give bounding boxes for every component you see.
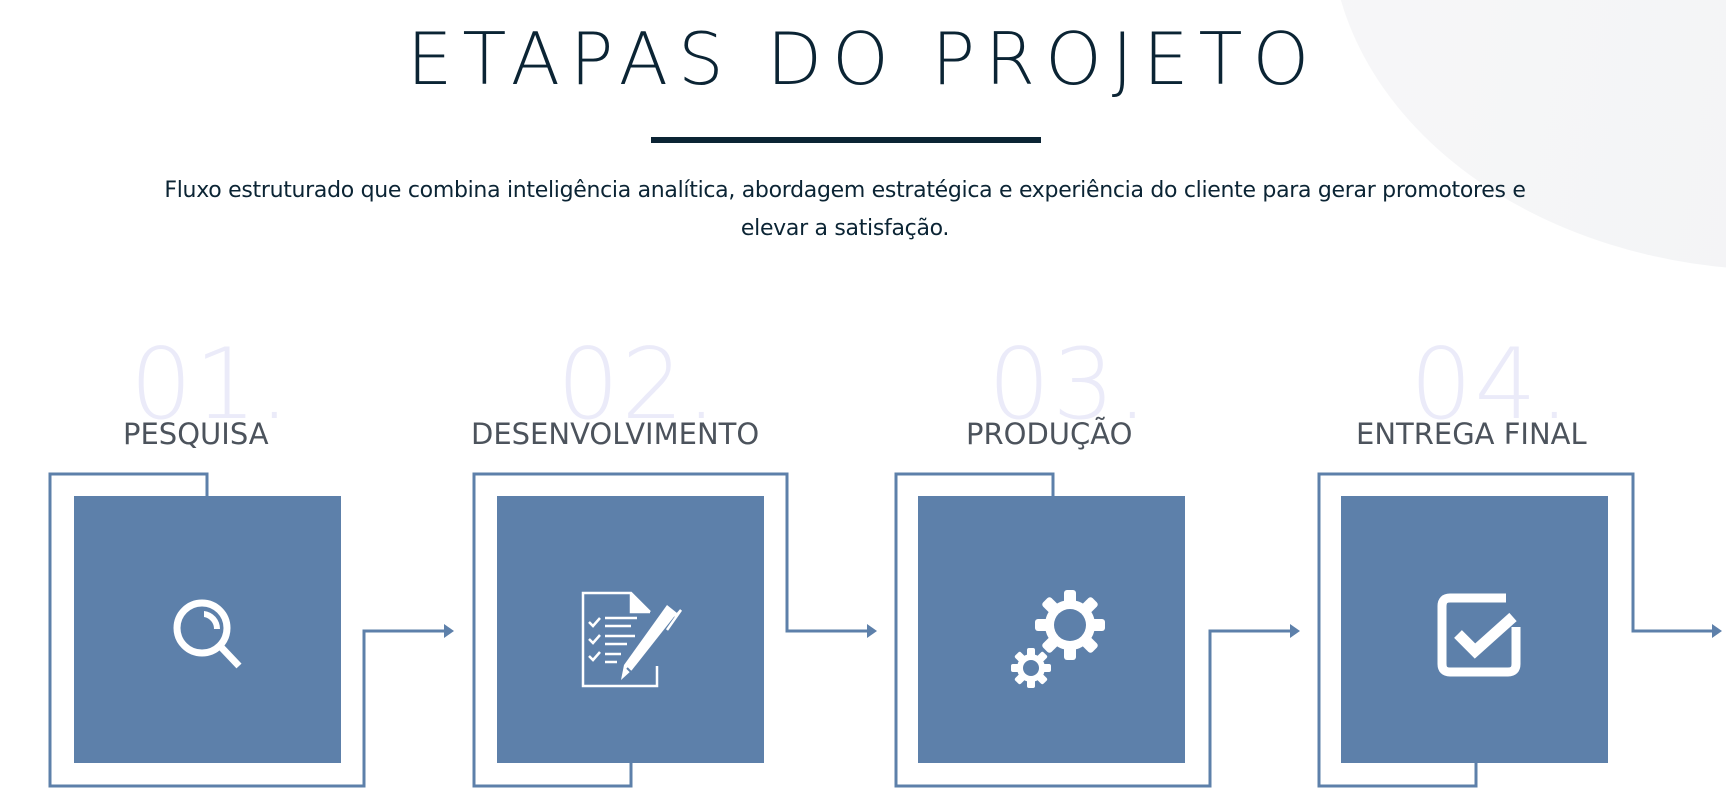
arrow-head-icon	[444, 624, 454, 638]
step-2-tile	[497, 496, 764, 763]
arrow-head-icon	[1290, 624, 1300, 638]
step-1-frame	[48, 472, 446, 788]
step-number: 01.	[130, 328, 292, 442]
magnifier-icon	[173, 599, 242, 669]
title-underline	[651, 137, 1041, 143]
step-4-tile	[1341, 496, 1608, 763]
step-3-tile	[918, 496, 1185, 763]
step-title: ENTREGA FINAL	[1356, 417, 1587, 451]
page-title: ETAPAS DO PROJETO	[406, 17, 1320, 101]
step-3-frame	[894, 472, 1292, 788]
step-number: 04.	[1410, 328, 1572, 442]
step-title: DESENVOLVIMENTO	[471, 417, 760, 451]
arrow-head-icon	[1712, 624, 1722, 638]
step-1-tile	[74, 496, 341, 763]
gears-icon	[1011, 590, 1105, 688]
step-title: PESQUISA	[123, 417, 269, 451]
page-subtitle: Fluxo estruturado que combina inteligênc…	[164, 178, 1526, 241]
step-4-frame	[1317, 472, 1714, 788]
step-2-frame	[472, 472, 869, 788]
checklist-pen-icon	[581, 591, 683, 688]
arrow-head-icon	[867, 624, 877, 638]
step-title: PRODUÇÃO	[966, 417, 1133, 451]
step-number: 03.	[988, 328, 1150, 442]
step-number: 02.	[557, 328, 719, 442]
checkbox-check-icon	[1437, 593, 1521, 677]
